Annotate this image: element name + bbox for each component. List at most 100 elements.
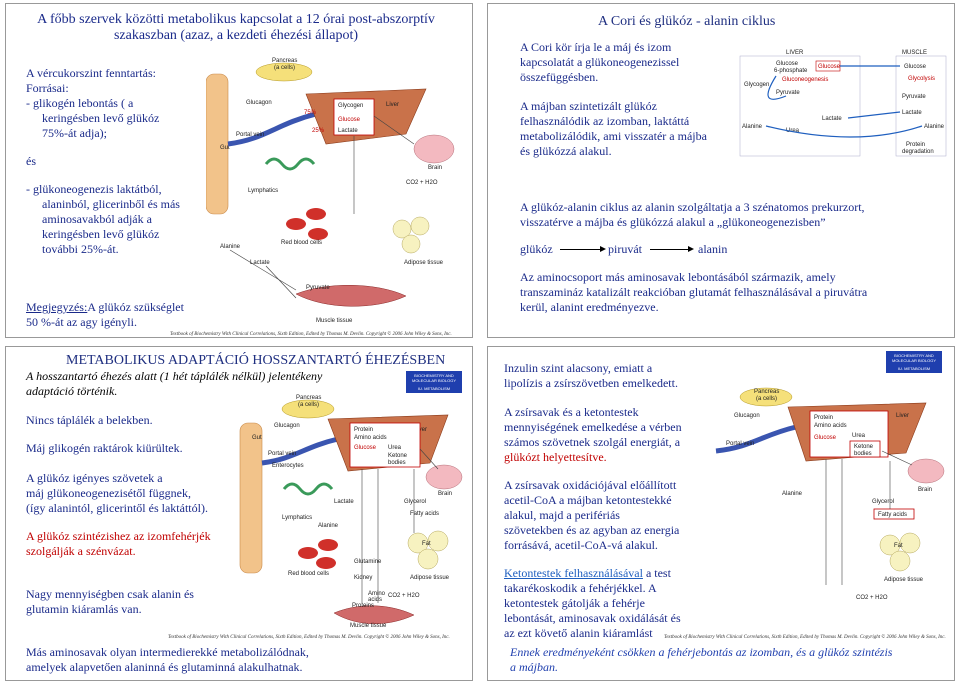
slide3-bottom-0: Más aminosavak olyan intermedierekké met…: [26, 645, 309, 659]
note-text-1: A glükóz szükséglet: [87, 300, 184, 314]
rbc-1: [286, 218, 306, 230]
protein-deg-label-2: degradation: [902, 149, 934, 155]
pancreas-sub-label: (a cells): [756, 396, 777, 402]
badge-line-4: IU. METABOLISM: [417, 386, 451, 391]
slide1-line-2: - glikogén lebontás ( a: [26, 96, 134, 110]
gut-label: Gut: [220, 145, 230, 151]
slide3-glucose-2: (így alanintól, glicerintől és laktáttól…: [26, 501, 208, 515]
ketone-label-2: bodies: [854, 451, 872, 457]
muscle-label: Muscle tissue: [316, 318, 353, 324]
slide1-credit: Textbook of Biochemistry With Clinical C…: [170, 332, 452, 337]
pancreas-shape: [281, 399, 335, 419]
fatty-acids-label: Fatty acids: [878, 512, 907, 518]
ketone-label-2: bodies: [388, 460, 406, 466]
amino-acids-label: Amino acids: [354, 435, 387, 441]
alanine-label: Alanine: [742, 124, 763, 130]
rbc-2: [318, 539, 338, 551]
slide4-p3-4: forrásává, acetil-CoA-vá alakul.: [504, 538, 658, 552]
badge-line-1: BIOCHEMISTRY AND: [894, 353, 934, 358]
glucose-label: Glucose: [814, 435, 837, 441]
glucose-label: Glucose: [338, 117, 361, 123]
slide4-p1-1: lipolízis a zsírszövetben emelkedett.: [504, 376, 678, 390]
gut-shape: [239, 422, 263, 574]
pancreas-label: Pancreas: [296, 395, 321, 401]
brain-label: Brain: [438, 491, 452, 497]
lymphatics-label: Lymphatics: [248, 188, 278, 194]
rbc-3: [308, 228, 328, 240]
glycogen-label: Glycogen: [744, 82, 769, 88]
glycerol-label: Glycerol: [872, 499, 894, 505]
lymphatics-label: Lymphatics: [282, 515, 312, 521]
adipose-cells: [879, 532, 921, 572]
red-blood-cells-label: Red blood cells: [288, 571, 329, 577]
muscle-label: Muscle tissue: [350, 623, 387, 629]
proteins-label: Proteins: [352, 603, 374, 609]
slide3-red-1: szolgálják a szénvázat.: [26, 544, 136, 558]
slide3-subtitle-1: A hosszantartó éhezés alatt (1 hét táplá…: [26, 369, 323, 383]
glucose-label: Glucose: [818, 64, 841, 70]
slide4-p4-1: ketontestek gátolják a fehérje: [504, 596, 645, 610]
pct75-label: 75%: [304, 110, 317, 116]
chain-arrow-2: [650, 249, 690, 250]
badge-line-2: MOLECULAR BIOLOGY: [411, 378, 456, 383]
slide2-p1-2: összefüggésben.: [520, 70, 599, 84]
protein-label: Protein: [354, 427, 373, 433]
slide1-line-7: alaninból, glicerinből és más: [42, 197, 180, 211]
slide4-p3-0: A zsírsavak oxidációjával előállított: [504, 478, 677, 492]
brain-shape: [425, 464, 463, 490]
liver-box: [349, 422, 421, 468]
slide4-p4-first: Ketontestek felhasználásával a test: [504, 566, 671, 581]
liver-label: Liver: [386, 102, 399, 108]
brain-shape: [907, 458, 945, 484]
glucagon-label: Glucagon: [274, 423, 300, 429]
slide2-p3-0: A glükóz-alanin ciklus az alanin szolgál…: [520, 200, 865, 214]
slide3-badge: BIOCHEMISTRY AND MOLECULAR BIOLOGY IU. M…: [406, 371, 462, 393]
glucose6p-label-2: 6-phosphate: [774, 68, 808, 74]
slide4-credit: Textbook of Biochemistry With Clinical C…: [664, 635, 946, 640]
badge-line-4: IU. METABOLISM: [897, 366, 931, 371]
slide4-p3-1: acetil-CoA a májban ketontestekké: [504, 493, 672, 507]
pct25-label: 25%: [312, 128, 325, 134]
muscle-shape: [333, 605, 415, 624]
badge-line-2: MOLECULAR BIOLOGY: [891, 358, 936, 363]
portal-vein: [715, 424, 797, 454]
slide4-conclusion-1: Ennek eredményeként csökken a fehérjebon…: [510, 645, 893, 659]
amino-label: Amino: [368, 591, 386, 597]
enterocytes-label: Enterocytes: [272, 463, 304, 469]
pancreas-shape: [255, 62, 313, 82]
alanine-label: Alanine: [220, 244, 241, 250]
slide1-line-9: keringésben levő glükóz: [42, 227, 160, 241]
glycerol-label: Glycerol: [404, 499, 426, 505]
pyruvate-label: Pyruvate: [776, 90, 800, 96]
chain-arrowhead-2: [688, 246, 694, 252]
acids-label: acids: [368, 597, 382, 603]
muscle-label: MUSCLE: [902, 50, 927, 56]
ketone-diagram: Pancreas (a cells) Glucagon Portal vein …: [715, 387, 945, 601]
lactate-m-label: Lactate: [902, 110, 922, 116]
glucose-m-label: Glucose: [904, 64, 927, 70]
slide3-glucose-1: máj glükoneogenezisétől függnek,: [26, 486, 191, 500]
slide2-p2-1: felhasználódik az izomban, laktáttá: [520, 114, 690, 128]
portal-vein-label: Portal vein: [268, 451, 296, 457]
slide3-red-0: A glükóz szintézishez az izomfehérjék: [26, 529, 211, 543]
gut-shape: [206, 73, 229, 215]
glutamine-label: Glutamine: [354, 559, 382, 565]
slide4-p3-3: szövetekben és az agyban az energia: [504, 523, 680, 537]
pyruvate-label: Pyruvate: [306, 285, 330, 291]
slide1-line-0: A vércukorszint fenntartás:: [26, 66, 156, 80]
pyruvate-m-label: Pyruvate: [902, 94, 926, 100]
gut-label: Gut: [252, 435, 262, 441]
slide4-p1-0: Inzulin szint alacsony, emiatt a: [504, 361, 653, 375]
slide4-p2-red: glükózt helyettesítve.: [504, 450, 607, 464]
muscle-panel: [895, 55, 947, 157]
lactate2-label: Lactate: [250, 260, 270, 266]
slide2-p4-0: Az aminocsoport más aminosavak lebontásá…: [520, 270, 836, 284]
glucagon-label: Glucagon: [246, 100, 272, 106]
red-blood-cells-label: Red blood cells: [281, 240, 322, 246]
slide2-p2-2: metabolizálódik, ami visszatér a májba: [520, 129, 707, 143]
rbc-3: [316, 557, 336, 569]
adipose-label: Adipose tissue: [884, 577, 924, 583]
liver-box: [333, 98, 375, 136]
slide4-p4-3: az ezt követő alanin kiáramlást: [504, 626, 653, 640]
ketone-box: [849, 440, 881, 458]
